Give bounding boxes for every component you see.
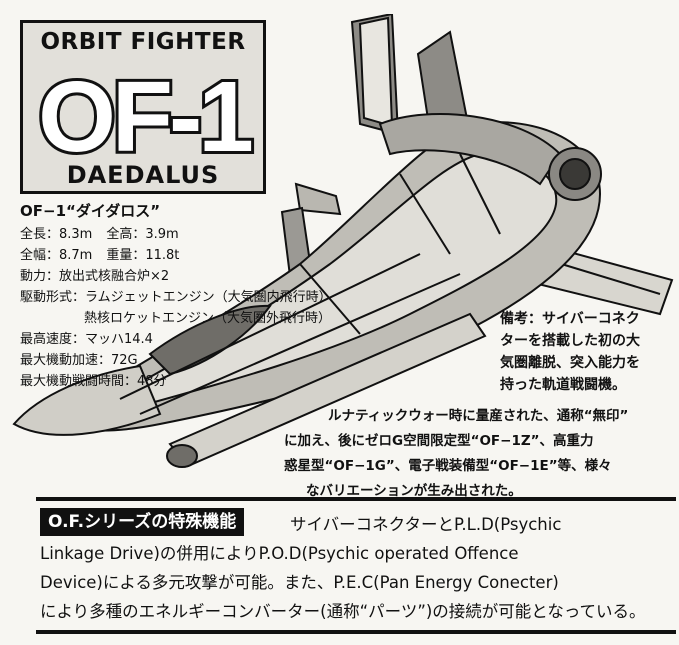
spec-max-accel: 最大機動加速：72G <box>20 353 138 368</box>
description-line: なバリエーションが生み出された。 <box>306 483 522 499</box>
remarks-line: ターを搭載した初の大 <box>500 333 640 349</box>
section-rule-bottom <box>36 630 676 634</box>
spec-drive-label: 駆動形式： <box>20 290 86 305</box>
spec-max-time: 最大機動戦闘時間：48分 <box>20 374 167 389</box>
spec-row-mass: 全幅：8.7m 重量：11.8t <box>20 245 320 266</box>
spec-name: OF−1“ダイダロス” <box>20 202 161 220</box>
variant-description: ルナティックウォー時に量産された、通称“無印” に加え、後にゼロG空間限定型“O… <box>236 404 676 504</box>
remarks: 備考：サイバーコネク ターを搭載した初の大 気圏離脱、突入能力を 持った軌道戦闘… <box>500 308 678 396</box>
title-panel: ORBIT FIGHTER OF-1 DAEDALUS <box>20 20 266 194</box>
spec-length: 全長：8.3m <box>20 227 93 242</box>
remarks-line: 気圏離脱、突入能力を <box>500 355 640 371</box>
remarks-line: 備考：サイバーコネク <box>500 311 640 327</box>
section-body: サイバーコネクターとP.L.D(Psychic Linkage Drive)の併… <box>40 510 670 626</box>
section-heading: O.F.シリーズの特殊機能 <box>40 508 245 536</box>
section-line: Linkage Drive)の併用によりP.O.D(Psychic operat… <box>40 544 519 563</box>
spec-width: 全幅：8.7m <box>20 248 93 263</box>
description-line: ルナティックウォー時に量産された、通称“無印” <box>328 408 629 424</box>
spec-max-speed: 最高速度：マッハ14.4 <box>20 332 153 347</box>
spec-weight: 重量：11.8t <box>106 248 180 263</box>
spec-row-size: 全長：8.3m 全高：3.9m <box>20 224 320 245</box>
craft-name: DAEDALUS <box>66 161 220 189</box>
spec-drive-2: 熱核ロケットエンジン（大気圏外飛行時） <box>84 311 332 326</box>
spec-sheet: OF−1“ダイダロス” 全長：8.3m 全高：3.9m 全幅：8.7m 重量：11.… <box>20 200 332 392</box>
model-logo-text: OF-1 <box>38 63 251 163</box>
section-rule-top <box>36 497 676 501</box>
spec-power: 動力：放出式核融合炉×2 <box>20 269 170 284</box>
remarks-line: 持った軌道戦闘機。 <box>500 377 626 393</box>
description-line: 惑星型“OF−1G”、電子戦装備型“OF−1E”等、様々 <box>284 458 612 474</box>
spec-drive: 駆動形式：ラムジェットエンジン（大気圏内飛行時） <box>20 287 332 308</box>
spec-drive-1: ラムジェットエンジン（大気圏内飛行時） <box>85 290 332 305</box>
section-line: により多種のエネルギーコンバーター(通称“パーツ”)の接続が可能となっている。 <box>40 602 646 621</box>
spec-height: 全高：3.9m <box>106 227 179 242</box>
description-line: に加え、後にゼロG空間限定型“OF−1Z”、高重力 <box>284 433 594 449</box>
section-line: Device)による多元攻撃が可能。また、P.E.C(Pan Energy Co… <box>40 573 559 592</box>
section-line: サイバーコネクターとP.L.D(Psychic <box>290 515 562 534</box>
series-title: ORBIT FIGHTER <box>40 29 246 55</box>
model-logo: OF-1 <box>31 58 258 176</box>
